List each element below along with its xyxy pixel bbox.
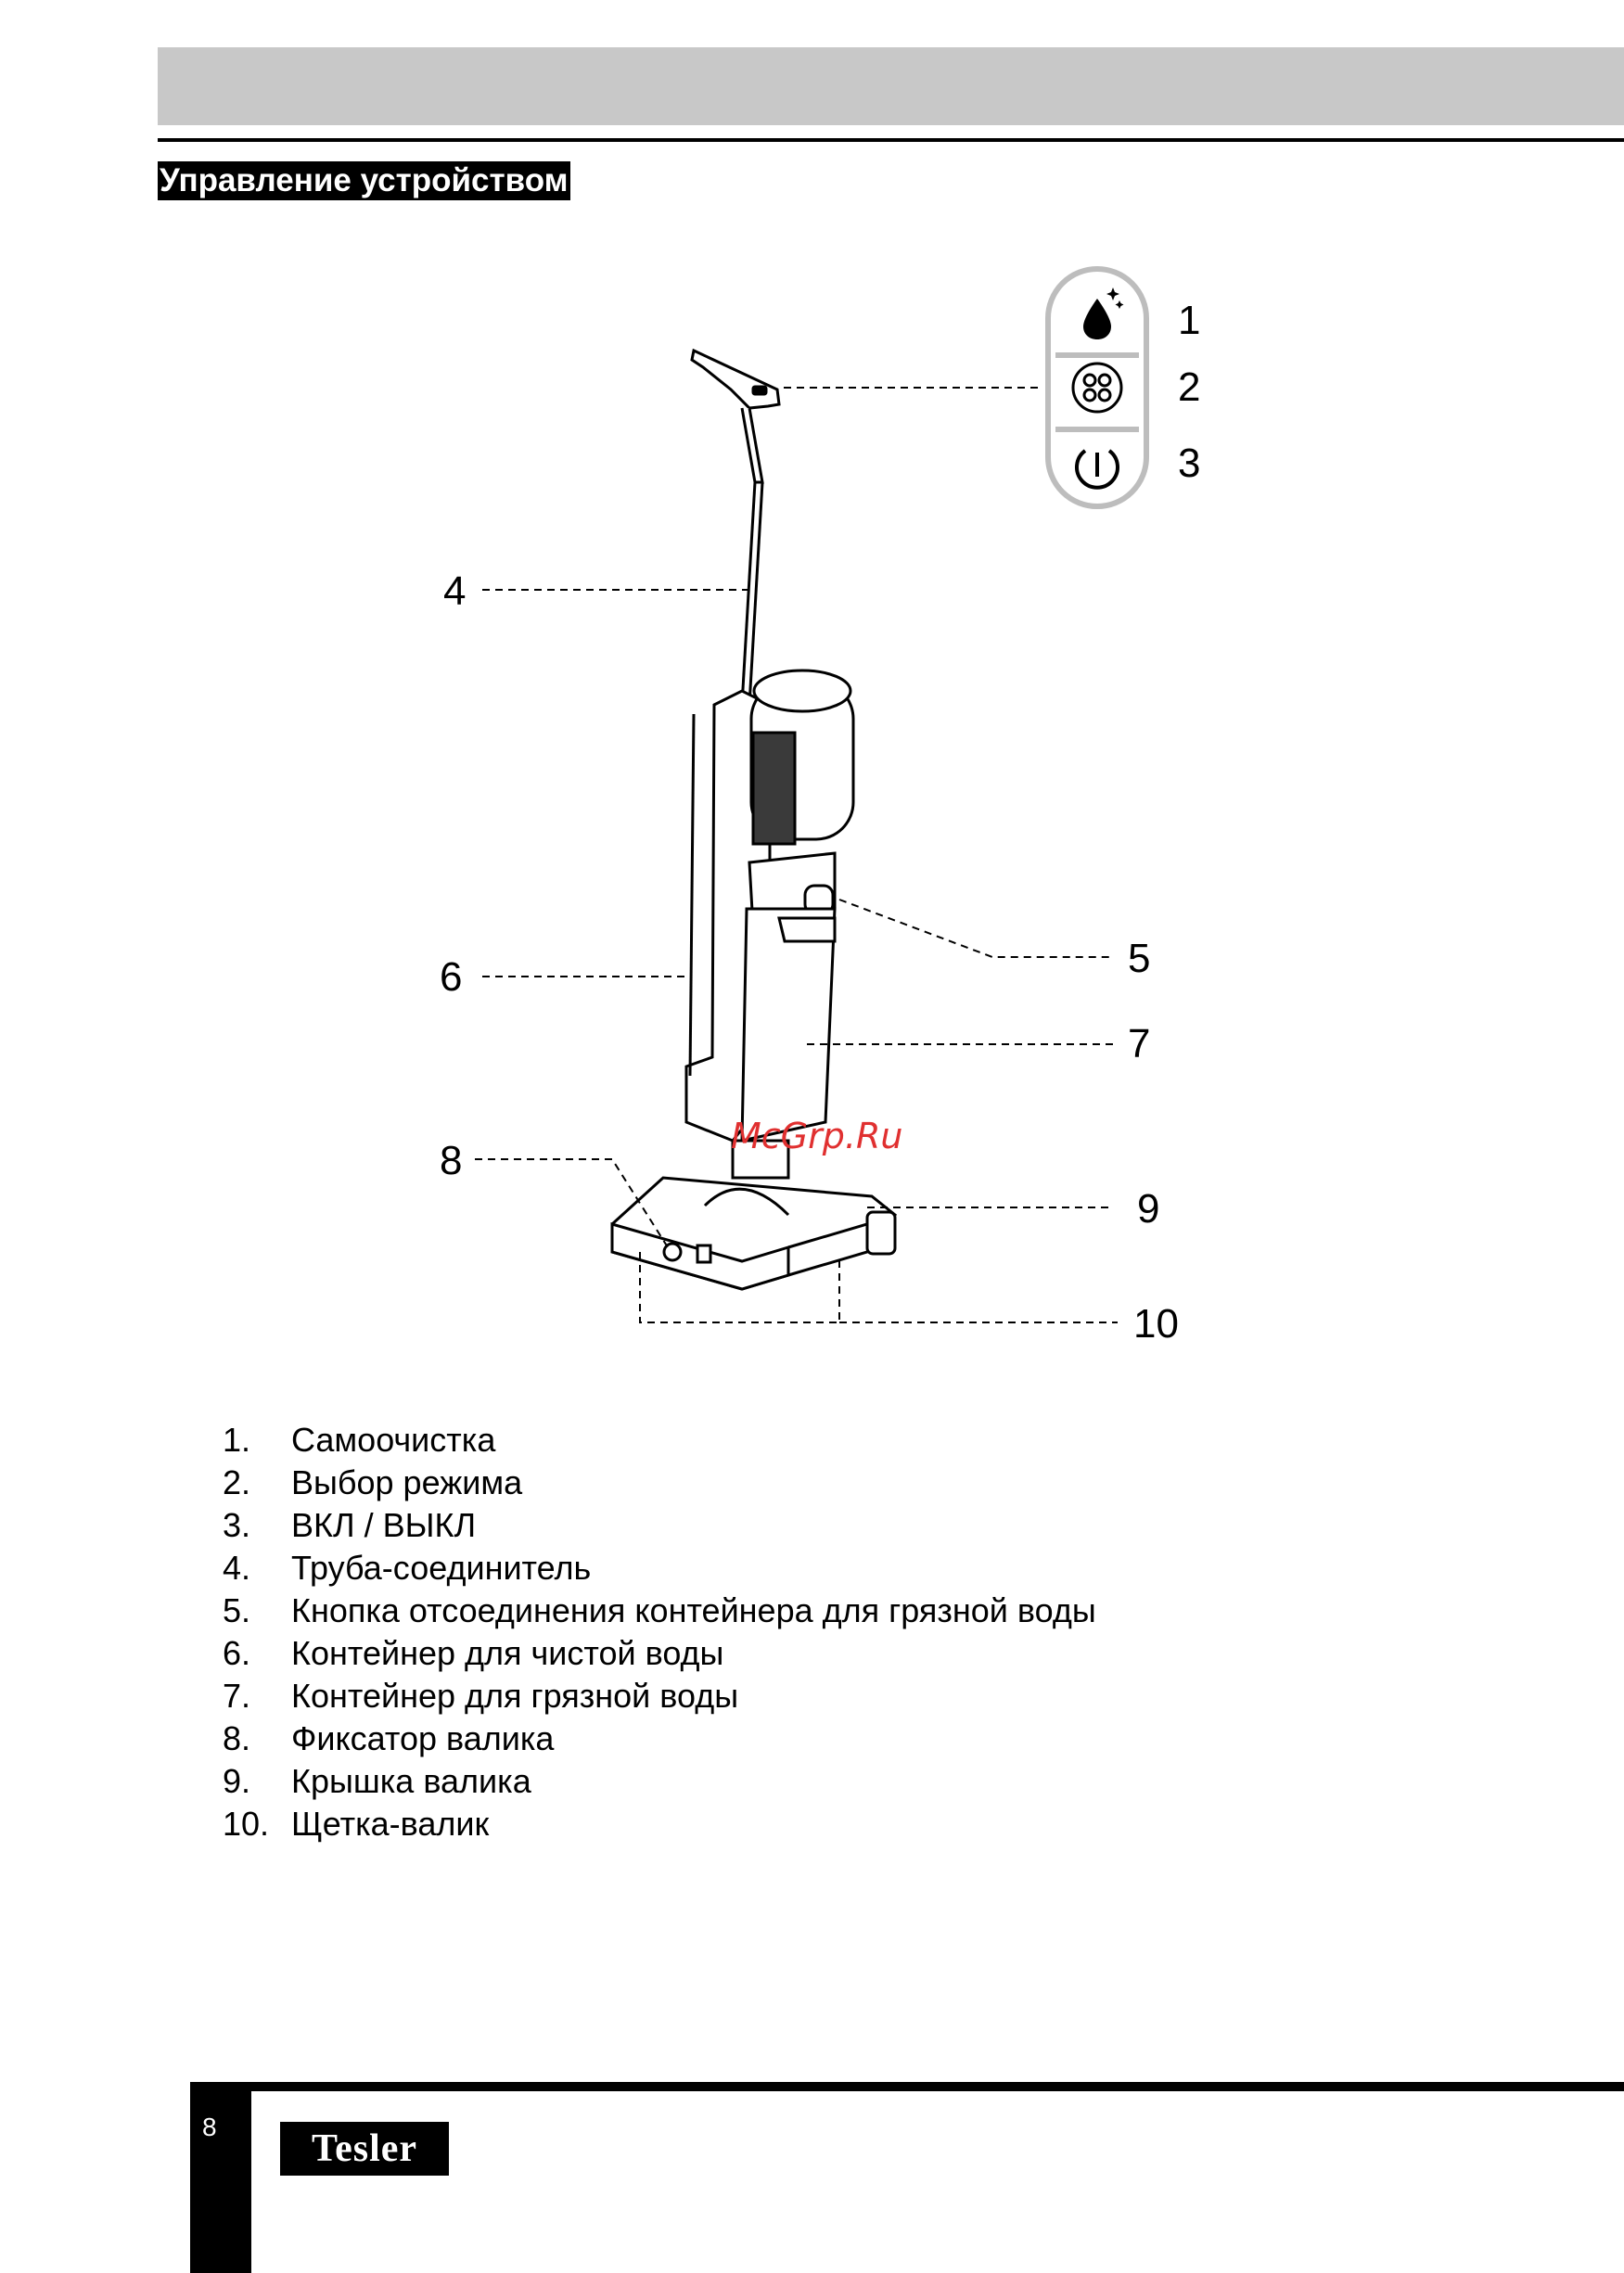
callout-7: 7 — [1128, 1021, 1150, 1066]
list-item: 5.Кнопка отсоединения контейнера для гря… — [223, 1590, 1096, 1632]
list-item: 1.Самоочистка — [223, 1419, 1096, 1462]
callout-2: 2 — [1178, 364, 1200, 410]
list-item: 6.Контейнер для чистой воды — [223, 1632, 1096, 1675]
footer-column — [190, 2082, 251, 2273]
power-icon — [1077, 451, 1118, 488]
callout-9: 9 — [1137, 1186, 1159, 1232]
device-diagram: 1 2 3 4 5 6 7 8 9 10 McGrp.Ru — [0, 0, 1624, 1391]
watermark-text: McGrp.Ru — [731, 1116, 902, 1156]
page-number: 8 — [202, 2113, 217, 2142]
list-item: 3.ВКЛ / ВЫКЛ — [223, 1504, 1096, 1547]
list-item: 7.Контейнер для грязной воды — [223, 1675, 1096, 1718]
list-item: 2.Выбор режима — [223, 1462, 1096, 1504]
callout-5: 5 — [1128, 936, 1150, 981]
callout-4: 4 — [443, 568, 466, 614]
list-item: 8.Фиксатор валика — [223, 1718, 1096, 1760]
list-item: 9.Крышка валика — [223, 1760, 1096, 1803]
mode-select-icon — [1073, 364, 1121, 412]
control-panel — [1048, 269, 1146, 506]
self-cleaning-drop-icon — [1083, 287, 1124, 339]
callout-1: 1 — [1178, 298, 1200, 343]
leader-lines — [475, 388, 1118, 1322]
brand-logo: Tesler — [280, 2122, 449, 2176]
footer-rule — [190, 2082, 1624, 2091]
callout-8: 8 — [440, 1138, 462, 1183]
callout-10: 10 — [1133, 1301, 1179, 1347]
callout-3: 3 — [1178, 441, 1200, 486]
parts-legend: 1.Самоочистка 2.Выбор режима 3.ВКЛ / ВЫК… — [223, 1419, 1096, 1845]
list-item: 10.Щетка-валик — [223, 1803, 1096, 1845]
callout-6: 6 — [440, 954, 462, 1000]
list-item: 4.Труба-соединитель — [223, 1547, 1096, 1590]
